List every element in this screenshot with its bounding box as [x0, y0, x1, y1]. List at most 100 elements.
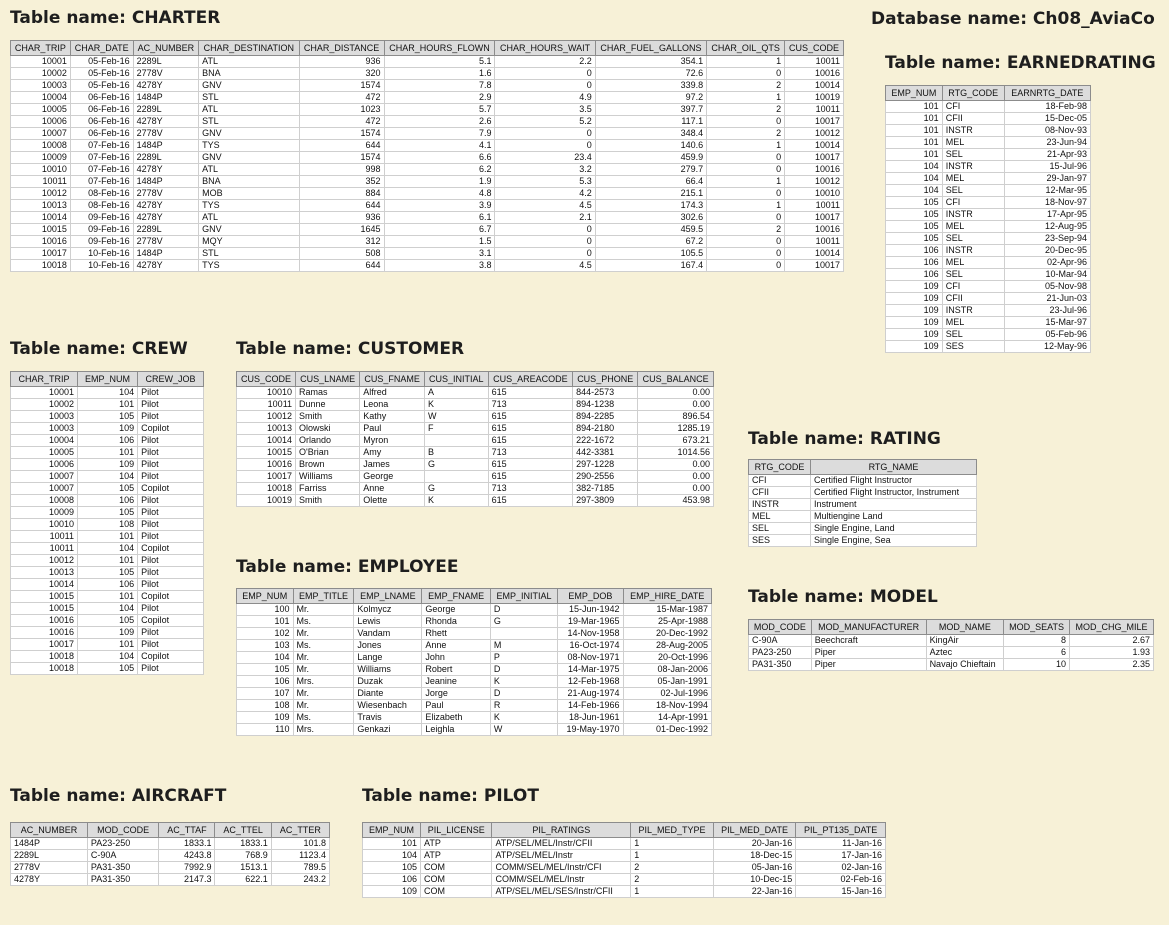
table-cell: George [359, 470, 425, 483]
column-header: EMP_NUM [236, 588, 294, 604]
table-cell: 14-Feb-1966 [557, 699, 624, 712]
table-cell: ATP [420, 837, 493, 850]
table-cell: 0.00 [637, 482, 714, 495]
table-cell: 12-Aug-95 [1003, 220, 1092, 233]
table-cell: 11-Jan-16 [795, 837, 886, 850]
table-cell: 104 [885, 160, 943, 173]
table-cell: 07-Feb-16 [69, 163, 134, 176]
table-cell: 10-Mar-94 [1003, 268, 1092, 281]
column-header: EMP_NUM [361, 822, 422, 838]
table-cell: 105.5 [594, 247, 708, 260]
table-cell: 884 [298, 187, 385, 200]
table-cell: Wiesenbach [353, 699, 423, 712]
column-header: PIL_RATINGS [491, 822, 632, 838]
table-cell: 3.2 [494, 163, 596, 176]
table-cell: 10007 [9, 470, 79, 483]
table-cell: 105 [77, 662, 139, 675]
table-cell: 644 [298, 139, 385, 152]
table-cell: 21-Aug-1974 [557, 687, 624, 700]
table-cell: 10010 [9, 518, 79, 531]
column-header: CHAR_HOURS_FLOWN [383, 40, 496, 56]
charter-table-title: Table name: CHARTER [10, 8, 221, 28]
table-cell: Pilot [137, 566, 204, 579]
column-header: RTG_NAME [810, 459, 977, 475]
table-cell: Orlando [295, 434, 361, 447]
table-cell: D [489, 663, 559, 676]
table-cell: 10014 [784, 79, 844, 92]
table-cell: ATL [198, 103, 300, 116]
table-cell: 10011 [784, 55, 844, 68]
column-header: CHAR_DESTINATION [198, 40, 300, 56]
table-cell: 105 [885, 220, 943, 233]
table-cell: 167.4 [594, 259, 708, 272]
table-cell: PA31-350 [86, 861, 160, 874]
table-cell: 713 [487, 398, 574, 411]
table-cell: 12-Mar-95 [1003, 184, 1092, 197]
table-cell: ATP/SEL/MEL/Instr/CFII [491, 837, 632, 850]
table-cell: 768.9 [214, 849, 272, 862]
table-cell: 7992.9 [158, 861, 216, 874]
table-cell: 0 [706, 187, 786, 200]
column-header: EARNRTG_DATE [1003, 85, 1092, 101]
table-cell: 1.9 [383, 175, 496, 188]
table-cell: 20-Oct-1996 [622, 651, 713, 664]
table-cell: 106 [885, 268, 943, 281]
table-cell: BNA [198, 67, 300, 80]
table-cell: 442-3381 [572, 446, 639, 459]
table-cell: TYS [198, 139, 300, 152]
table-cell: 10018 [9, 650, 79, 663]
table-cell: 101 [77, 554, 139, 567]
table-cell: John [421, 651, 491, 664]
table-cell: 4278Y [132, 79, 200, 92]
table-cell: 5.7 [383, 103, 496, 116]
table-cell: Rhett [421, 627, 491, 640]
table-cell: 10011 [235, 398, 297, 411]
table-cell: 894-1238 [572, 398, 639, 411]
table-cell: 10 [1003, 658, 1070, 671]
table-cell: 09-Feb-16 [69, 235, 134, 248]
table-cell: 12-Feb-1968 [557, 675, 624, 688]
table-cell: Brown [295, 458, 361, 471]
table-cell: 615 [487, 422, 574, 435]
table-cell: 2.2 [494, 55, 596, 68]
table-cell: Olowski [295, 422, 361, 435]
table-cell: 1645 [298, 223, 385, 236]
table-cell: 101 [77, 398, 139, 411]
table-cell: 0 [706, 259, 786, 272]
table-cell: Single Engine, Sea [810, 534, 977, 547]
table-cell: 1 [706, 55, 786, 68]
table-cell: 109 [885, 328, 943, 341]
column-header: CHAR_TRIP [10, 40, 71, 56]
table-cell: Dunne [295, 398, 361, 411]
table-cell: 615 [487, 494, 574, 507]
table-cell: 4278Y [10, 873, 88, 886]
table-cell: Pilot [137, 518, 204, 531]
table-cell: Pilot [137, 638, 204, 651]
table-cell: Smith [295, 410, 361, 423]
table-cell: 101.8 [270, 837, 331, 850]
table-cell: INSTR [941, 244, 1005, 257]
column-header: CHAR_HOURS_WAIT [494, 40, 596, 56]
table-cell: 1014.56 [637, 446, 714, 459]
table-cell: Instrument [810, 498, 977, 511]
table-cell: INSTR [941, 160, 1005, 173]
table-cell: 4.9 [494, 91, 596, 104]
table-cell: MEL [941, 256, 1005, 269]
table-cell: 894-2285 [572, 410, 639, 423]
table-cell: 23.4 [494, 151, 596, 164]
table-cell: 10008 [10, 139, 71, 152]
table-cell: PA31-350 [86, 873, 160, 886]
